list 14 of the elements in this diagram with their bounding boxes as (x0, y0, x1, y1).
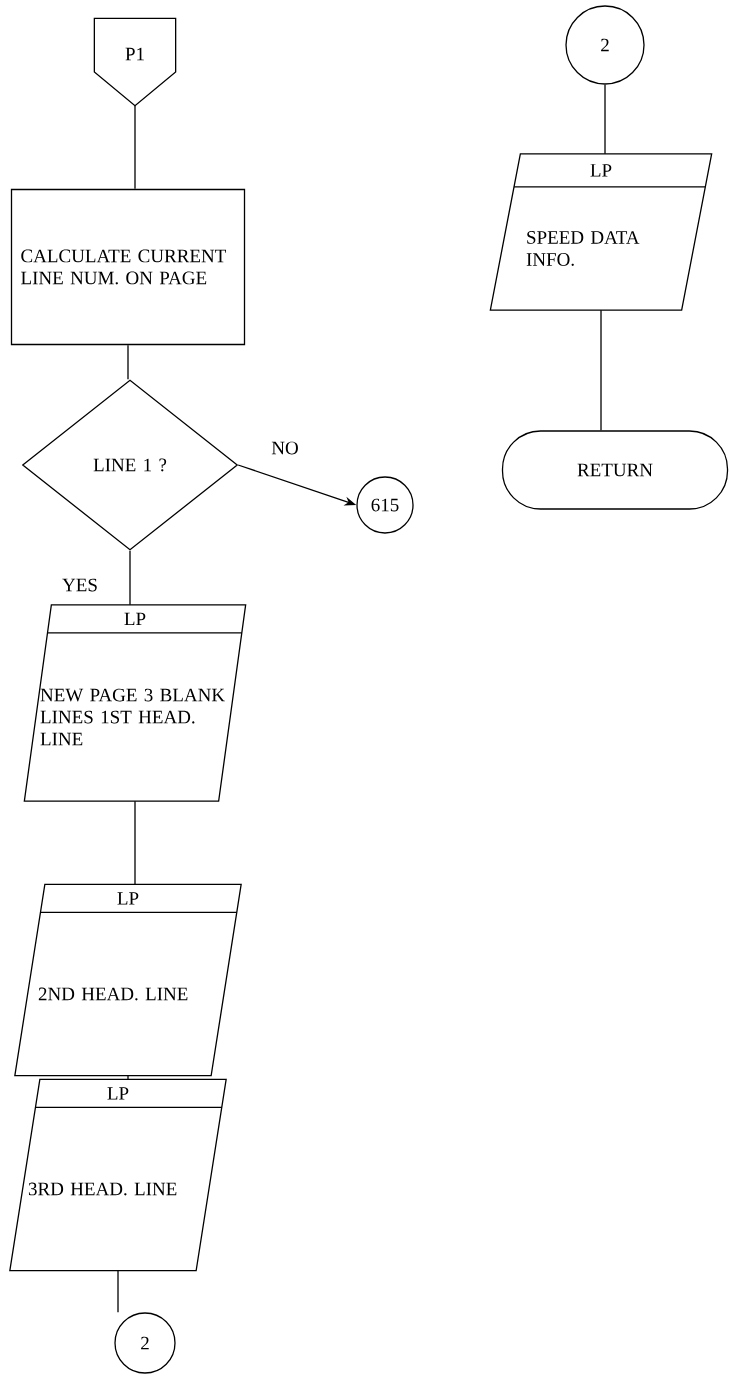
offpage-connector: P1 (93, 17, 177, 107)
connector-line (129, 550, 131, 606)
output-parallelogram: LP 2ND HEAD. LINE (14, 883, 242, 1077)
output-parallelogram: LP 3RD HEAD. LINE (9, 1078, 227, 1272)
process-box: CALCULATE CURRENT LINE NUM. ON PAGE (10, 188, 246, 346)
output-parallelogram: LP NEW PAGE 3 BLANK LINES 1ST HEAD. LINE (23, 604, 247, 802)
connector-line (134, 105, 136, 190)
connector-line (117, 1270, 119, 1313)
output-parallelogram: LP SPEED DATA INFO. (489, 153, 713, 311)
connector-line (127, 344, 129, 380)
connector-line (134, 800, 136, 885)
connector-line (600, 309, 602, 431)
connector-line (604, 84, 606, 155)
connector-line (127, 1075, 129, 1080)
